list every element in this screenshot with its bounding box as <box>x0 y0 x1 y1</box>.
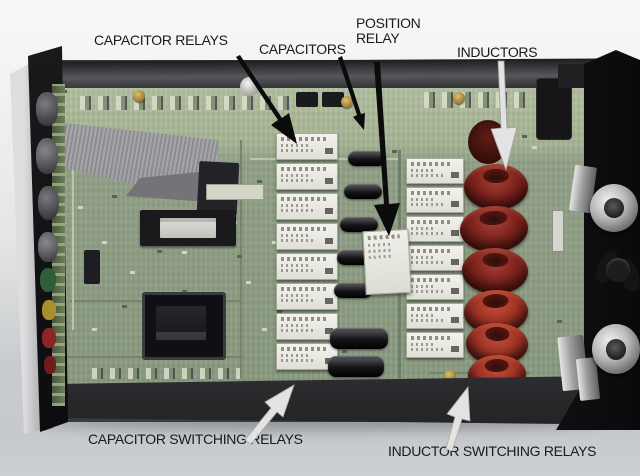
inductor-relay <box>406 332 464 358</box>
yellow-indicator <box>42 300 56 320</box>
label-position-relay: POSITION RELAY <box>356 16 421 46</box>
power-jack <box>536 78 572 140</box>
label-inductor-switching-relays: INDUCTOR SWITCHING RELAYS <box>388 443 597 459</box>
red-indicator <box>42 328 56 348</box>
inductor-relay <box>406 158 464 184</box>
capacitor <box>340 217 378 232</box>
label-capacitor-relays: CAPACITOR RELAYS <box>94 32 228 48</box>
inductor-relay <box>406 303 464 329</box>
inductor-relay <box>406 274 464 300</box>
brass-screw <box>133 90 145 102</box>
green-indicator <box>40 268 56 292</box>
front-knob <box>38 232 58 262</box>
coax-connector <box>592 324 640 374</box>
dip-component <box>296 92 318 107</box>
capacitor-relay <box>276 193 338 220</box>
pcb-trace <box>72 130 74 330</box>
capacitor <box>334 283 372 298</box>
pcb-trace <box>240 140 242 378</box>
inductor-relay <box>406 245 464 271</box>
capacitor-relay <box>276 223 338 250</box>
inductor-relay <box>406 187 464 213</box>
white-connector <box>206 184 264 200</box>
red-indicator <box>44 356 56 374</box>
toroid-inductor <box>464 164 528 210</box>
label-position-relay-line1: POSITION <box>356 15 421 31</box>
label-inductors: INDUCTORS <box>457 44 538 60</box>
small-ic <box>84 250 100 284</box>
capacitor-relay <box>276 313 338 340</box>
toroid-hole <box>483 168 509 184</box>
smd-component-row <box>92 368 240 379</box>
brass-screw <box>453 92 465 104</box>
ground-wingnut <box>606 258 630 282</box>
capacitor <box>344 184 382 199</box>
label-position-relay-line2: RELAY <box>356 30 400 46</box>
eprom-label <box>160 218 216 238</box>
front-knob <box>36 92 58 126</box>
brass-screw <box>341 96 353 108</box>
front-knob <box>36 138 58 174</box>
plcc-die <box>156 306 206 340</box>
label-capacitor-switching-relays: CAPACITOR SWITCHING RELAYS <box>88 431 303 447</box>
label-capacitors: CAPACITORS <box>259 41 346 57</box>
vertical-connector <box>552 210 564 252</box>
capacitor <box>330 328 388 349</box>
black-module <box>558 64 588 88</box>
capacitor-relay <box>276 253 338 280</box>
capacitor <box>328 356 384 377</box>
coax-connector <box>590 184 638 232</box>
capacitor-relay-column <box>276 133 338 373</box>
front-knob <box>38 186 59 220</box>
capacitor-relay <box>276 163 338 190</box>
